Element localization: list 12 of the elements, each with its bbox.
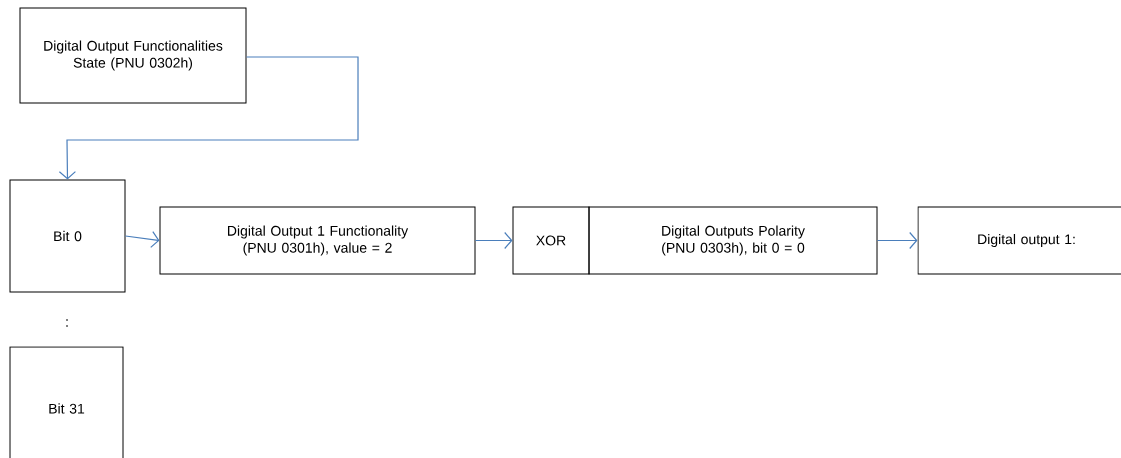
process-box: Bit 0 bbox=[9, 179, 126, 293]
arrow bbox=[58, 56, 359, 180]
process-box: Digital Output Functionalities State (PNU 0302h) bbox=[19, 7, 247, 104]
arrow bbox=[876, 231, 918, 250]
arrow bbox=[474, 231, 513, 250]
ellipsis-label: : bbox=[66, 319, 68, 327]
arrow bbox=[124, 230, 160, 248]
process-box: Digital Output 1 Functionality (PNU 0301h), value = 2 bbox=[159, 206, 476, 275]
process-box: Digital Outputs Polarity (PNU 0303h), bit 0 = 0 bbox=[588, 206, 878, 275]
process-box: XOR bbox=[512, 206, 590, 275]
process-box: Bit 31 bbox=[9, 346, 124, 458]
process-box: Digital output 1: bbox=[917, 206, 1121, 275]
